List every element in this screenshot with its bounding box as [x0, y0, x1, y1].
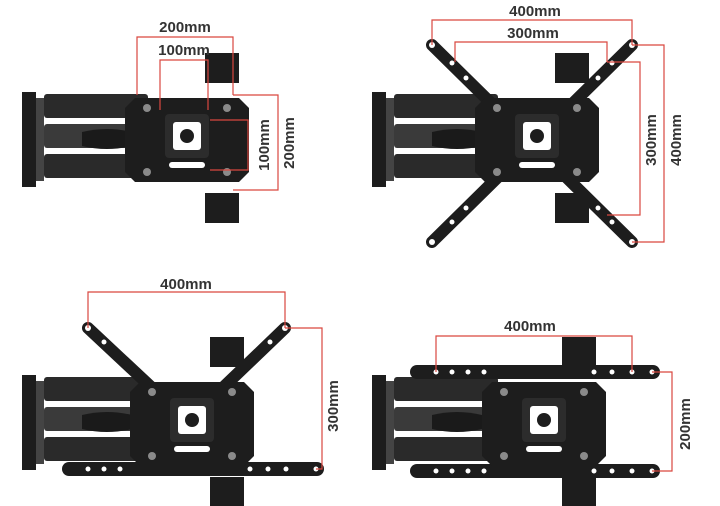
label-outer-width: 400mm [509, 3, 561, 20]
label-width: 400mm [160, 276, 212, 293]
label-inner-height: 300mm [643, 114, 660, 166]
label-outer-height: 400mm [668, 114, 685, 166]
panel-v-arms-bottom-bar: 400mm 300mm [22, 276, 342, 506]
label-width: 400mm [504, 318, 556, 335]
label-inner-width: 100mm [158, 42, 210, 59]
label-height: 300mm [325, 380, 342, 432]
label-inner-height: 100mm [256, 119, 273, 171]
label-inner-width: 300mm [507, 25, 559, 42]
panel-x-arms: 400mm 300mm 300mm 400mm [372, 3, 685, 248]
label-height: 200mm [677, 398, 694, 450]
label-outer-width: 200mm [159, 19, 211, 36]
panel-two-horizontal-bars: 400mm 200mm [372, 318, 694, 506]
label-outer-height: 200mm [281, 117, 298, 169]
panel-standard-plate: 200mm 100mm 100mm 200mm [22, 19, 298, 223]
